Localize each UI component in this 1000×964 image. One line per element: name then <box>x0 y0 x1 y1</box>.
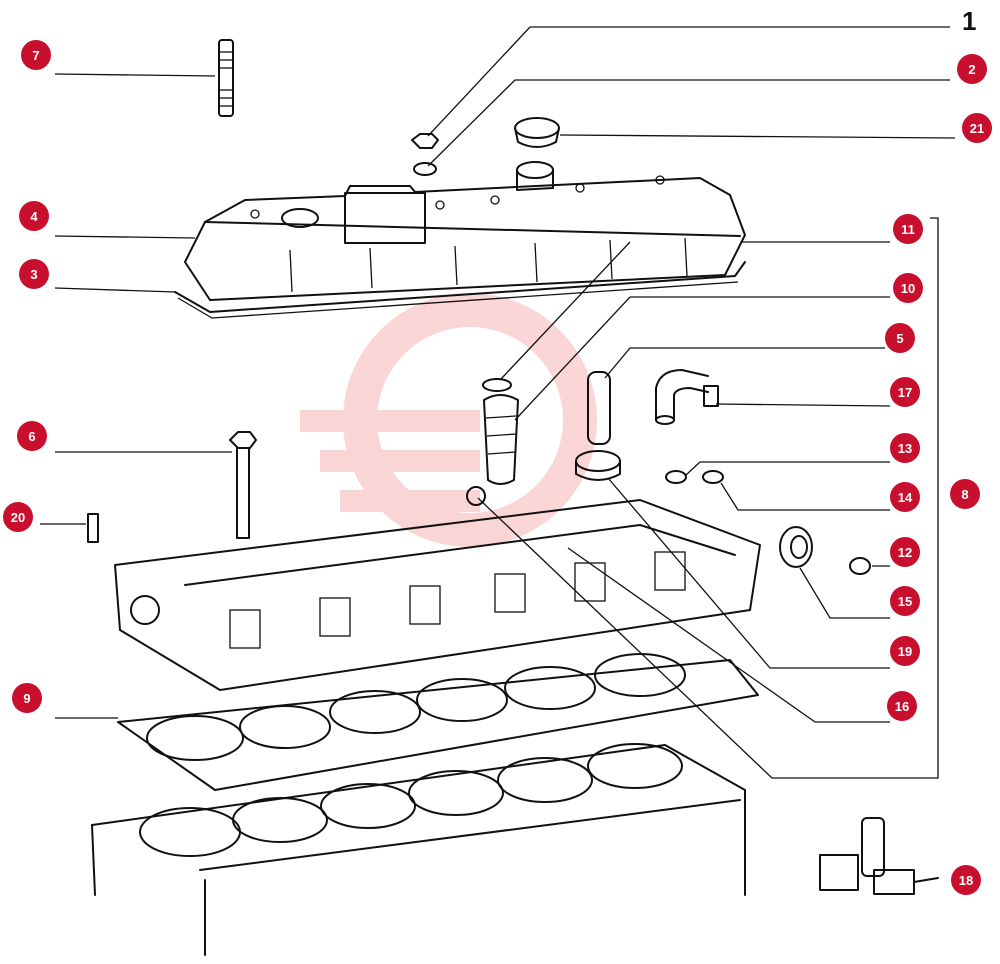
callout-label: 7 <box>32 48 39 63</box>
callout-21[interactable]: 21 <box>962 113 992 143</box>
callout-label: 6 <box>28 429 35 444</box>
callout-label: 18 <box>959 873 973 888</box>
part-valve-seal <box>482 378 519 485</box>
callout-15[interactable]: 15 <box>890 586 920 616</box>
part-plug-screw <box>849 557 871 575</box>
callout-4[interactable]: 4 <box>19 201 49 231</box>
part-seal-ring <box>779 526 813 568</box>
callout-label: 5 <box>896 331 903 346</box>
leader-lines <box>40 26 956 779</box>
callout-label: 21 <box>970 121 984 136</box>
part-small-stud <box>87 513 99 543</box>
callout-6[interactable]: 6 <box>17 421 47 451</box>
callout-label: 17 <box>898 385 912 400</box>
part-bent-pipe <box>655 369 719 425</box>
callout-13[interactable]: 13 <box>890 433 920 463</box>
callout-20[interactable]: 20 <box>3 502 33 532</box>
watermark-gear-icon <box>300 293 597 547</box>
callout-9[interactable]: 9 <box>12 683 42 713</box>
callout-label: 3 <box>30 267 37 282</box>
part-stud-7 <box>218 39 234 117</box>
callout-label: 4 <box>30 209 38 224</box>
part-plugs <box>665 470 724 484</box>
callout-5[interactable]: 5 <box>885 323 915 353</box>
callout-label: 10 <box>901 281 915 296</box>
callout-label: 20 <box>11 510 25 525</box>
part-tool <box>819 817 939 895</box>
callout-label: 13 <box>898 441 912 456</box>
callout-label: 16 <box>895 699 909 714</box>
callout-3[interactable]: 3 <box>19 259 49 289</box>
callout-16[interactable]: 16 <box>887 691 917 721</box>
callout-label: 2 <box>968 62 975 77</box>
callout-label: 15 <box>898 594 912 609</box>
callout-label: 11 <box>901 222 915 237</box>
callout-label: 12 <box>898 545 912 560</box>
callout-10[interactable]: 10 <box>893 273 923 303</box>
callout-8[interactable]: 8 <box>950 479 980 509</box>
callout-label: 14 <box>898 490 913 505</box>
part-valve-cover <box>184 161 746 301</box>
part-bolt <box>229 431 257 539</box>
part-head-gasket <box>117 653 759 791</box>
callout-11[interactable]: 11 <box>893 214 923 244</box>
callout-18[interactable]: 18 <box>951 865 981 895</box>
callout-2[interactable]: 2 <box>957 54 987 84</box>
callout-label: 9 <box>23 691 30 706</box>
part-cylinder-head <box>114 499 761 691</box>
callout-14[interactable]: 14 <box>890 482 920 512</box>
part-engine-block <box>91 743 746 956</box>
part-valve-guide <box>587 371 611 445</box>
part-dowel <box>466 486 486 506</box>
figure-number: 1 <box>962 6 976 36</box>
part-nut <box>411 133 439 176</box>
callout-12[interactable]: 12 <box>890 537 920 567</box>
callout-19[interactable]: 19 <box>890 636 920 666</box>
callout-label: 19 <box>898 644 912 659</box>
part-seat-ring <box>575 450 621 481</box>
part-oil-cap <box>514 117 560 148</box>
part-cover-gasket <box>174 261 746 319</box>
callout-label: 8 <box>961 487 968 502</box>
callout-7[interactable]: 7 <box>21 40 51 70</box>
callout-17[interactable]: 17 <box>890 377 920 407</box>
